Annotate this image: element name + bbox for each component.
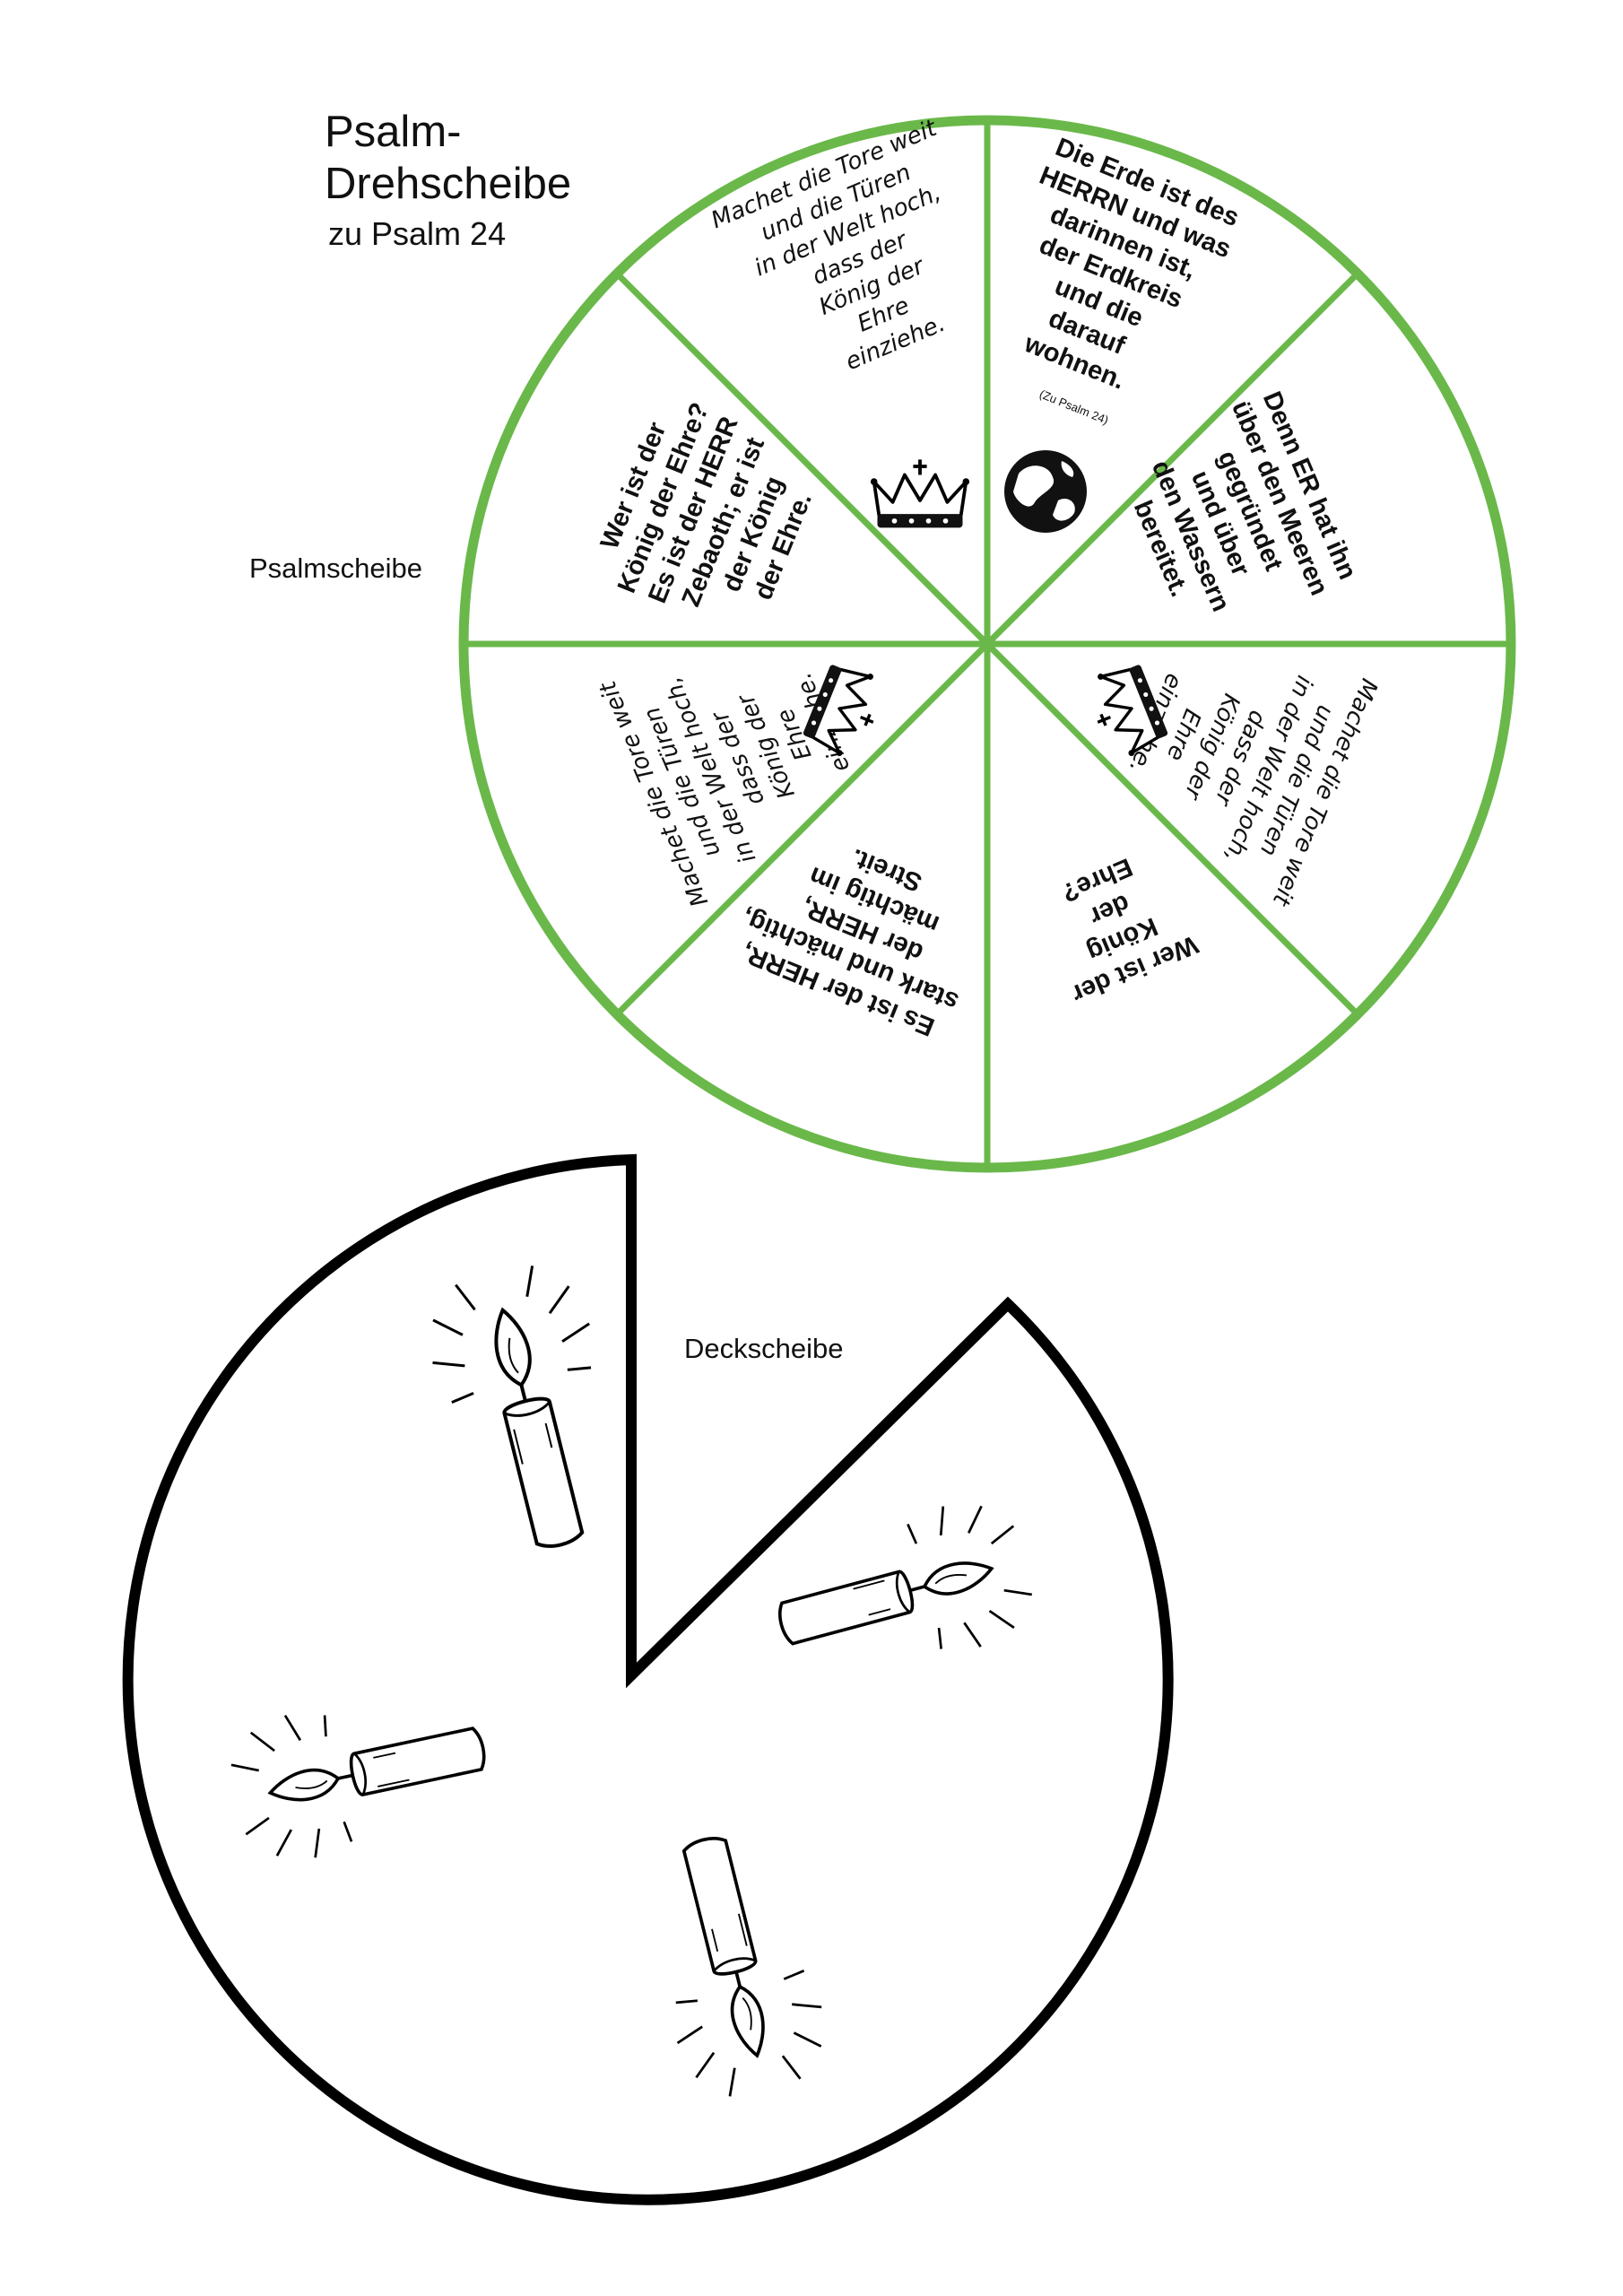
psalm-disc-label: Psalmscheibe [249, 552, 422, 584]
wheel-divider-6 [614, 641, 990, 1017]
page-title: Psalm- Drehscheibe [325, 106, 571, 210]
segment-earth-globe-icon [1004, 450, 1087, 533]
wheel-divider-2 [985, 271, 1360, 647]
psalm-wheel: Die Erde ist desHERRN und wasdarinnen is… [458, 115, 1516, 1173]
wheel-divider-8 [614, 271, 990, 647]
cover-disc [122, 1153, 1174, 2205]
segment-zebaoth-text: Wer ist derKönig der Ehre?Es ist der HER… [583, 387, 835, 646]
cover-disc-label: Deckscheibe [684, 1333, 844, 1364]
cover-disc-outline [122, 1153, 1174, 2205]
title-line-2: Drehscheibe [325, 160, 572, 208]
wheel-divider-4 [985, 641, 1360, 1017]
segment-zebaoth: Wer ist derKönig der Ehre?Es ist der HER… [583, 387, 835, 646]
title-line-1: Psalm- [325, 108, 462, 156]
wheel-dividers [464, 120, 1511, 1168]
page-subtitle: zu Psalm 24 [328, 215, 507, 252]
